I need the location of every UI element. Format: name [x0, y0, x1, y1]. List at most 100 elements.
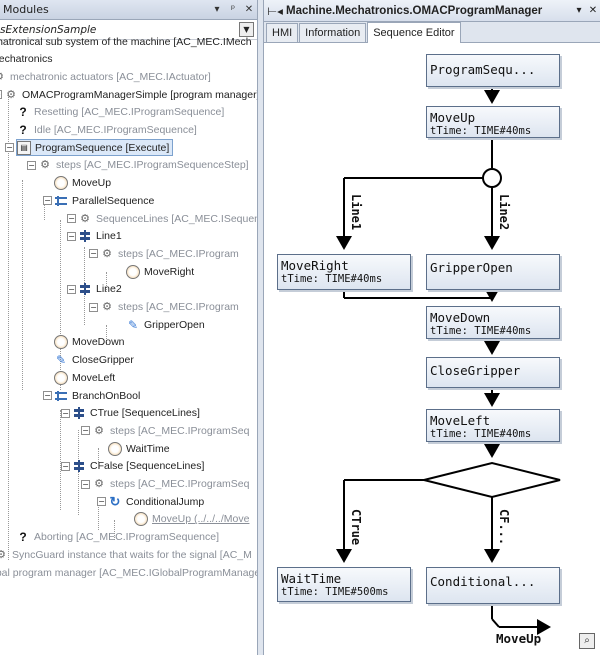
tree-item[interactable]: ?Aborting [AC_MEC.IProgramSequence]	[16, 529, 219, 546]
tree-item[interactable]: ✎CloseGripper	[54, 352, 134, 369]
expand-toggle[interactable]: −	[67, 231, 76, 241]
editor-panel-header: ⊢◂ Machine.Mechatronics.OMACProgramManag…	[264, 0, 600, 22]
tree-item[interactable]: ✎GripperOpen	[126, 316, 205, 333]
tree-item[interactable]: echatronical sub system of the machine […	[0, 33, 252, 50]
tree-item-label: mechatronic actuators [AC_MEC.IActuator]	[10, 70, 211, 83]
tree-item[interactable]: Line1	[78, 228, 122, 245]
tree-item[interactable]: ⚙steps [AC_MEC.IProgram	[100, 245, 239, 262]
pin-button[interactable]: ᵖ	[230, 4, 236, 15]
program-icon: ▤	[17, 140, 31, 155]
tab-sequence-editor[interactable]: Sequence Editor	[367, 22, 461, 43]
node-move-left[interactable]: MoveLeft tTime: TIME#40ms	[426, 409, 560, 442]
gear-icon: ⚙	[102, 301, 112, 313]
node-conditional[interactable]: Conditional...	[426, 567, 560, 604]
tree-item-label: MoveRight	[144, 265, 195, 278]
expand-toggle[interactable]: −	[81, 479, 90, 489]
clock-icon	[134, 512, 148, 527]
expand-toggle[interactable]: −	[81, 426, 90, 436]
tree-item[interactable]: obal program manager [AC_MEC.IGlobalProg…	[0, 564, 257, 581]
modules-panel-title: Modules	[3, 3, 49, 16]
editor-close-button[interactable]: ✕	[588, 5, 598, 16]
tree-item-label: CFalse [SequenceLines]	[90, 460, 205, 473]
expand-toggle[interactable]: −	[61, 408, 70, 418]
chevron-down-icon[interactable]: ▼	[239, 22, 254, 37]
close-panel-button[interactable]: ✕	[244, 4, 254, 15]
tree-item-label: Idle [AC_MEC.IProgramSequence]	[34, 124, 197, 136]
node-move-right[interactable]: MoveRight tTime: TIME#40ms	[277, 254, 411, 290]
tree-item-label: ParallelSequence	[72, 194, 155, 207]
expand-toggle[interactable]: −	[0, 90, 2, 100]
tree-item[interactable]: ▤ProgramSequence [Execute]	[16, 139, 174, 157]
node-param: tTime: TIME#40ms	[430, 125, 532, 137]
zoom-icon[interactable]: ⌕	[579, 633, 595, 649]
node-gripper-open[interactable]: GripperOpen	[426, 254, 560, 290]
node-close-gripper[interactable]: CloseGripper	[426, 357, 560, 388]
tree-item[interactable]: ⚙mechatronic actuators [AC_MEC.IActuator…	[0, 68, 211, 85]
node-move-down[interactable]: MoveDown tTime: TIME#40ms	[426, 306, 560, 339]
tree-item[interactable]: MoveDown	[54, 334, 125, 351]
expand-toggle[interactable]: −	[27, 160, 36, 170]
tree-item-label: ConditionalJump	[126, 495, 205, 508]
expand-toggle[interactable]: −	[97, 497, 106, 507]
branch-diamond	[423, 461, 561, 499]
expand-toggle[interactable]: −	[43, 196, 52, 206]
expand-toggle[interactable]: −	[5, 143, 14, 153]
tree-item[interactable]: MoveRight	[126, 263, 194, 280]
panel-menu-button[interactable]: ▾	[214, 4, 220, 15]
tree-guide-line	[60, 410, 61, 510]
node-program-sequence[interactable]: ProgramSequ...	[426, 54, 560, 87]
node-move-up[interactable]: MoveUp tTime: TIME#40ms	[426, 106, 560, 138]
tree-item[interactable]: CFalse [SequenceLines]	[72, 458, 204, 475]
tree-item[interactable]: BranchOnBool	[54, 387, 140, 404]
tree-item[interactable]: MoveUp	[54, 175, 111, 192]
tree-item-label: OMACProgramManagerSimple [program manage…	[22, 88, 258, 101]
tab-information[interactable]: Information	[299, 23, 367, 42]
tree-item[interactable]: ⚙steps [AC_MEC.IProgramSequenceStep]	[38, 157, 249, 174]
tree-item[interactable]: CTrue [SequenceLines]	[72, 405, 200, 422]
expand-toggle[interactable]: −	[61, 461, 70, 471]
tree-item[interactable]: ⚙steps [AC_MEC.IProgram	[100, 299, 239, 316]
expand-toggle[interactable]: −	[43, 391, 52, 400]
expand-toggle[interactable]: −	[89, 249, 98, 259]
question-icon: ?	[19, 105, 27, 120]
tree-item[interactable]: Line2	[78, 281, 122, 298]
branch-icon	[54, 388, 68, 403]
branch-label-cfalse: CF...	[497, 509, 511, 546]
gear-icon: ⚙	[80, 212, 90, 225]
tree-item-label: SequenceLines [AC_MEC.ISequen	[96, 212, 258, 225]
node-name: CloseGripper	[430, 363, 521, 378]
sequence-canvas[interactable]: ProgramSequ... MoveUp tTime: TIME#40ms M…	[264, 44, 600, 655]
tree-item[interactable]: ⚙steps [AC_MEC.IProgramSeq	[92, 422, 249, 439]
sequence-icon	[78, 229, 92, 244]
expand-toggle[interactable]: −	[67, 214, 76, 223]
project-combo[interactable]: sExtensionSample ▼	[0, 20, 257, 40]
tree-item[interactable]: ⚙SyncGuard instance that waits for the s…	[0, 546, 252, 563]
tree-item[interactable]: ? Idle [AC_MEC.IProgramSequence]	[16, 122, 197, 139]
tree-item[interactable]: MoveUp (../../../Move	[134, 511, 249, 528]
tree-item[interactable]: MoveLeft	[54, 369, 115, 386]
tree-item-label: MoveLeft	[72, 371, 116, 384]
tree-guide-line	[60, 220, 61, 390]
tree-item[interactable]: ⚙OMACProgramManagerSimple [program manag…	[4, 86, 258, 103]
expand-toggle[interactable]: −	[89, 302, 98, 312]
tree-item-label: Line1	[96, 230, 122, 243]
tree-item[interactable]: ⚙ SequenceLines [AC_MEC.ISequen	[78, 210, 258, 227]
clock-icon	[54, 176, 68, 191]
tree-item[interactable]: ?Resetting [AC_MEC.IProgramSequence]	[16, 104, 224, 121]
tree-item[interactable]: ↻ ConditionalJump	[108, 493, 205, 510]
expand-toggle[interactable]: −	[67, 284, 76, 294]
question-icon: ?	[19, 123, 27, 137]
tree-item[interactable]: WaitTime	[108, 440, 170, 457]
editor-menu-button[interactable]: ▾	[576, 5, 582, 16]
tree-item[interactable]: ParallelSequence	[54, 192, 154, 209]
node-param: tTime: TIME#40ms	[430, 325, 532, 337]
modules-panel-header: Modules ▾ ᵖ ✕	[0, 0, 257, 20]
node-param: tTime: TIME#500ms	[281, 586, 389, 598]
tree-item[interactable]: ⚙steps [AC_MEC.IProgramSeq	[92, 476, 249, 493]
node-wait-time[interactable]: WaitTime tTime: TIME#500ms	[277, 567, 411, 602]
loop-icon: ↻	[109, 493, 121, 509]
sequence-icon	[72, 406, 86, 421]
branch-label-line1: Line1	[349, 194, 363, 231]
tab-hmi[interactable]: HMI	[266, 23, 299, 42]
tree-item[interactable]: Mechatronics	[0, 51, 52, 68]
